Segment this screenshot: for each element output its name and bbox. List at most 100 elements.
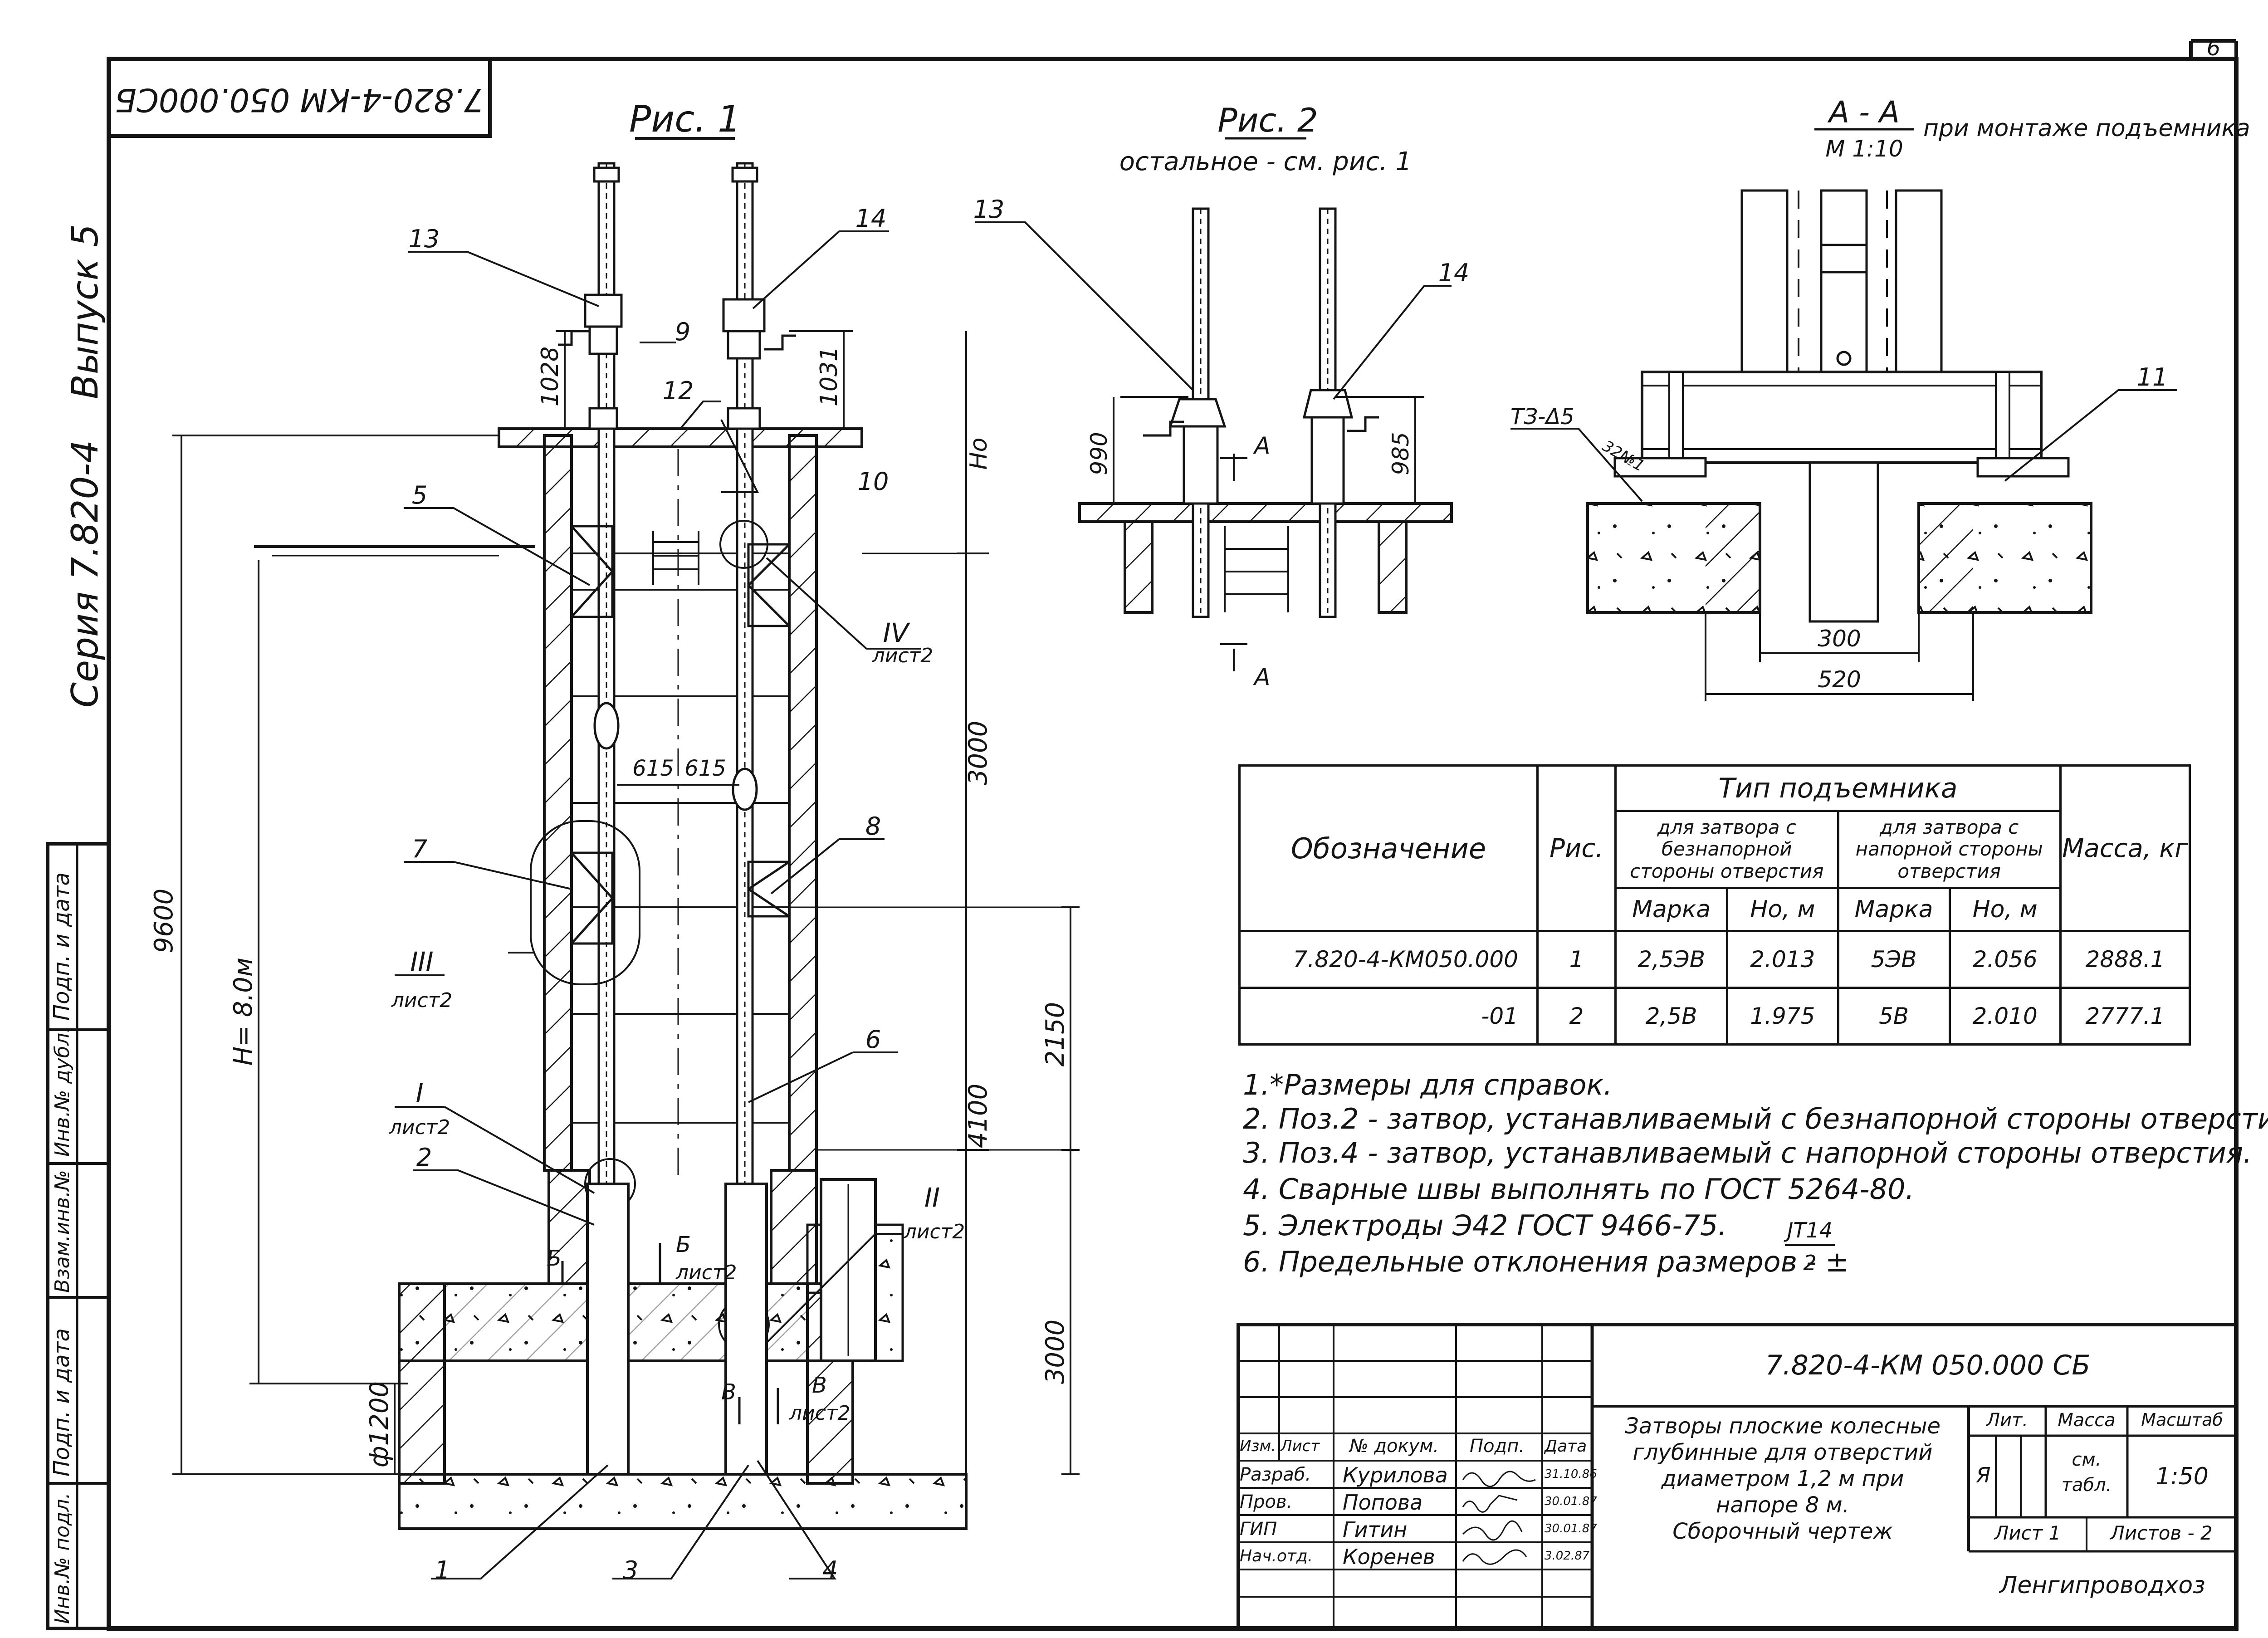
title-line-2: глубинные для отверстий [1633,1440,1933,1465]
cell-mass: 2888.1 [2059,930,2191,989]
callout-12: 12 [663,376,694,405]
sectionA-note: при монтаже подъемника [1923,115,2250,142]
title-line-3: диаметром 1,2 м при [1661,1466,1904,1491]
th-ho-2: Но, м [1948,887,2062,932]
th-lit: Лит. [1986,1410,2028,1431]
cell-ho2: 2.010 [1948,987,2062,1046]
sectionA-title: А - А [1827,95,1900,130]
date-nachotd: 3.02.87 [1545,1549,1590,1563]
cell-marka2: 5ЭВ [1837,930,1951,989]
dim-300: 300 [1818,626,1861,652]
ref-II-sheet: лист2 [904,1220,965,1243]
ref-IV-sheet: лист2 [872,644,934,667]
th-data: Дата [1545,1437,1587,1456]
dim-520: 520 [1818,666,1861,693]
signatures [1462,1471,1536,1565]
weld-symbol: ТЗ-Δ5 [1510,404,1574,430]
cell-fig: 1 [1536,930,1617,989]
sheet-number: 6 [2207,35,2221,61]
left-stamp-column: Подп. и дата Инв.№ дубл. Взам.инв.№ Подп… [46,842,111,1630]
table-row: 7.820-4-КМ050.000 1 2,5ЭВ 2.013 5ЭВ 2.05… [1238,930,2191,989]
callout-9: 9 [675,318,690,346]
note-5: 5. Электроды Э42 ГОСТ 9466-75. [1243,1209,1727,1242]
fig2-subtitle: остальное - см. рис. 1 [1119,147,1412,176]
th-type: Тип подъемника [1614,764,2062,812]
dim-1028: 1028 [537,347,564,406]
cut-V-left: В [721,1379,736,1405]
ref-IV: IV [883,617,911,648]
org-name: Ленгипроводхоз [1999,1572,2205,1599]
figure-2: Рис. 2 остальное - см. рис. 1 [973,101,1470,691]
ref-II: II [924,1182,940,1213]
th-ndok: № докум. [1349,1436,1439,1457]
stamp-inv-podl: Инв.№ подл. [51,1492,74,1624]
section-a-a: А - А М 1:10 при монтаже подъемника [1510,95,2250,701]
cut-V-sheet: лист2 [789,1402,850,1425]
role-razrab: Разраб. [1240,1464,1311,1485]
title-doc-code: 7.820-4-КМ 050.000 СБ [1765,1350,2091,1381]
th-designation: Обозначение [1238,764,1539,932]
title-line-5: Сборочный чертеж [1672,1519,1893,1544]
table-row: -01 2 2,5В 1.975 5В 2.010 2777.1 [1238,987,2191,1046]
callout-5: 5 [412,481,427,509]
callout-8: 8 [865,812,881,841]
dim-615-right: 615 [684,756,726,781]
note-4: 4. Сварные швы выполнять по ГОСТ 5264-80… [1243,1173,1915,1206]
th-list: Лист [1281,1437,1320,1455]
role-nachotd: Нач.отд. [1240,1547,1313,1565]
title-line-1: Затворы плоские колесные [1625,1413,1941,1439]
name-gip: Гитин [1343,1517,1408,1542]
note-3: 3. Поз.4 - затвор, устанавливаемый с нап… [1243,1136,2252,1169]
cell-marka1: 2,5ЭВ [1614,930,1729,989]
fig1-title: Рис. 1 [629,98,741,140]
note-2: 2. Поз.2 - затвор, устанавливаемый с без… [1243,1102,2268,1135]
dim-1031: 1031 [816,347,843,406]
cut-B-right: Б [676,1232,691,1257]
cell-fig: 2 [1536,987,1617,1046]
cell-designation: -01 [1238,987,1539,1046]
th-marka-2: Марка [1837,887,1951,932]
dim-2150: 2150 [1041,1002,1070,1067]
cell-marka2: 5В [1837,987,1951,1046]
cut-A-top: А [1253,432,1271,460]
cell-ho1: 2.013 [1726,930,1839,989]
note-6: 6. Предельные отклонения размеров - ± [1243,1245,1849,1278]
th-fig: Рис. [1536,764,1617,932]
figure-1: Рис. 1 [149,98,1080,1584]
th-mass: Масса, кг [2059,764,2191,932]
val-sheets: Листов - 2 [2110,1522,2213,1544]
tolerance-den: 2 [1803,1251,1816,1275]
callout-7: 7 [412,835,427,863]
dim-985: 985 [1388,432,1414,475]
date-razrab: 31.10.86 [1545,1467,1597,1481]
callout-10: 10 [858,467,889,496]
name-prov: Попова [1343,1490,1423,1515]
th-masshtab: Масштаб [2141,1410,2223,1430]
th-izm: Изм. [1240,1437,1276,1455]
title-line-4: напоре 8 м. [1716,1492,1850,1518]
th-massa: Масса [2058,1410,2116,1431]
stamp-inv-dubl: Инв.№ дубл. [51,1027,74,1157]
callout-11: 11 [2137,363,2168,391]
ref-I: I [415,1078,423,1109]
cut-B-left: Б [547,1246,562,1271]
role-prov: Пров. [1240,1491,1293,1512]
val-massa: см. табл. [2061,1449,2112,1496]
dim-615-left: 615 [632,756,674,781]
callout-14-fig2: 14 [1438,259,1470,287]
callout-6: 6 [865,1025,881,1054]
ref-I-sheet: лист2 [389,1116,450,1139]
callout-1: 1 [435,1556,450,1584]
cell-designation: 7.820-4-КМ050.000 [1238,930,1539,989]
callout-2: 2 [416,1143,432,1172]
th-ho-1: Но, м [1726,887,1839,932]
th-sub-pressure: для затвора с напорной стороны отверстия [1837,810,2062,889]
dim-phi1200: ф1200 [365,1381,394,1467]
tolerance-num: JT14 [1784,1218,1833,1242]
callout-4: 4 [822,1556,838,1584]
lift-type-table: Обозначение Рис. Тип подъемника Масса, к… [1238,764,2191,1046]
dim-990: 990 [1086,432,1112,475]
stamp-podp-data-1: Подп. и дата [49,872,74,1021]
dim-3000-upper: 3000 [963,721,993,786]
